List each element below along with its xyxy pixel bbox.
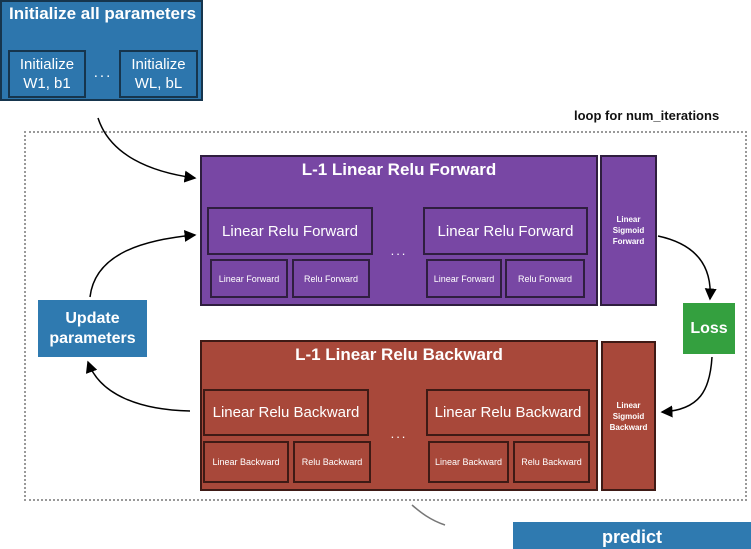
arrow-update-to-forward <box>89 229 197 298</box>
initialize-w1-b1-box: Initialize W1, b1 <box>8 50 86 98</box>
update-parameters-box: Update parameters <box>38 300 147 357</box>
backward-linear-2: Linear Backward <box>428 441 509 483</box>
forward-relu-1: Relu Forward <box>292 259 370 298</box>
initialize-wl-bl-box: Initialize WL, bL <box>119 50 198 98</box>
arrow-to-predict <box>411 504 446 526</box>
arrow-loss-to-sigmoid-backward <box>660 356 713 418</box>
linear-sigmoid-forward-block: Linear Sigmoid Forward <box>600 155 657 306</box>
predict-block <box>513 522 751 549</box>
backward-linear-1: Linear Backward <box>203 441 289 483</box>
arrow-backward-to-update <box>85 360 191 412</box>
backward-unit-2: Linear Relu Backward <box>426 389 590 436</box>
forward-unit-2: Linear Relu Forward <box>423 207 588 255</box>
loop-label: loop for num_iterations <box>574 108 720 123</box>
forward-ellipsis: ... <box>390 243 408 258</box>
forward-unit-1: Linear Relu Forward <box>207 207 373 255</box>
backward-title: L-1 Linear Relu Backward <box>295 345 503 364</box>
initialize-ellipsis: ... <box>93 64 113 81</box>
initialize-title: Initialize all parameters <box>9 4 197 23</box>
forward-linear-1: Linear Forward <box>210 259 288 298</box>
backward-ellipsis: ... <box>390 426 408 441</box>
backward-unit-1: Linear Relu Backward <box>203 389 369 436</box>
predict-label: predict <box>602 527 663 547</box>
forward-linear-2: Linear Forward <box>426 259 502 298</box>
backward-relu-2: Relu Backward <box>513 441 590 483</box>
arrow-sigmoid-to-loss <box>657 235 717 301</box>
loss-box: Loss <box>683 303 735 354</box>
backward-relu-1: Relu Backward <box>293 441 371 483</box>
linear-sigmoid-backward-block: Linear Sigmoid Backward <box>601 341 656 491</box>
arrow-init-to-forward <box>97 117 197 183</box>
forward-relu-2: Relu Forward <box>505 259 585 298</box>
loop-boundary <box>24 131 747 501</box>
forward-title: L-1 Linear Relu Forward <box>301 160 497 179</box>
